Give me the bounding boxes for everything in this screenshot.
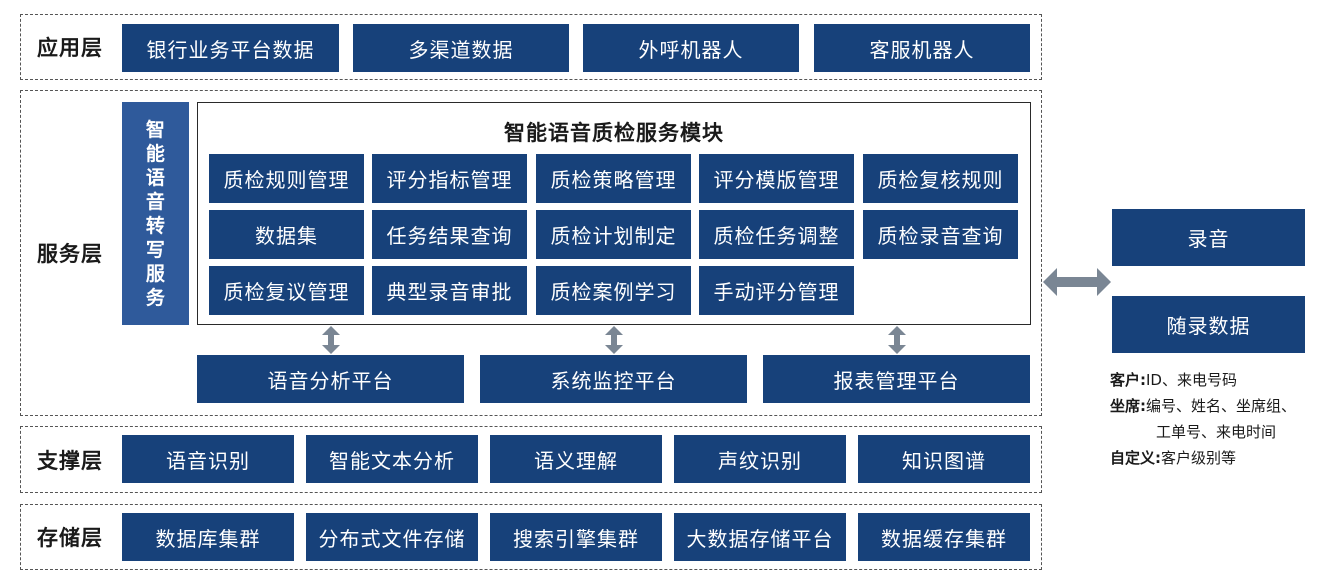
storage-item: 分布式文件存储 xyxy=(306,513,478,561)
note-custom: 自定义:客户级别等 xyxy=(1110,446,1236,471)
note-value: 编号、姓名、坐席组、 xyxy=(1146,397,1297,415)
module-item: 任务结果查询 xyxy=(372,210,527,259)
module-item: 评分模版管理 xyxy=(699,154,854,203)
note-customer: 客户:ID、来电号码 xyxy=(1110,368,1237,393)
app-item-service-robot: 客服机器人 xyxy=(814,24,1030,72)
module-item: 质检复议管理 xyxy=(209,266,364,315)
storage-item: 搜索引擎集群 xyxy=(490,513,662,561)
platform-system-monitor: 系统监控平台 xyxy=(480,355,747,403)
storage-item: 数据缓存集群 xyxy=(858,513,1030,561)
double-arrow-vertical-icon xyxy=(605,326,623,354)
storage-layer-label: 存储层 xyxy=(37,526,103,550)
note-agent-cont: 工单号、来电时间 xyxy=(1156,420,1276,445)
module-item: 质检策略管理 xyxy=(536,154,691,203)
module-item: 评分指标管理 xyxy=(372,154,527,203)
module-item: 手动评分管理 xyxy=(699,266,854,315)
module-item: 质检复核规则 xyxy=(863,154,1018,203)
note-agent: 坐席:编号、姓名、坐席组、 xyxy=(1110,394,1296,419)
app-layer-label: 应用层 xyxy=(37,36,103,60)
module-item: 质检计划制定 xyxy=(536,210,691,259)
module-item: 质检规则管理 xyxy=(209,154,364,203)
speech-transcription-service: 智能语音转写服务 xyxy=(122,102,189,325)
support-item: 语义理解 xyxy=(490,435,662,483)
note-key: 坐席: xyxy=(1110,397,1146,415)
module-item: 质检录音查询 xyxy=(863,210,1018,259)
note-key: 客户: xyxy=(1110,371,1146,389)
support-item: 声纹识别 xyxy=(674,435,846,483)
storage-layer: 存储层 xyxy=(20,504,1042,570)
note-value: 客户级别等 xyxy=(1161,449,1237,467)
storage-item: 数据库集群 xyxy=(122,513,294,561)
double-arrow-vertical-icon xyxy=(888,326,906,354)
platform-report-management: 报表管理平台 xyxy=(763,355,1030,403)
note-key: 自定义: xyxy=(1110,449,1161,467)
app-item-multichannel-data: 多渠道数据 xyxy=(353,24,569,72)
service-layer: 服务层 xyxy=(20,90,1042,416)
module-title: 智能语音质检服务模块 xyxy=(504,121,724,145)
service-layer-label: 服务层 xyxy=(37,242,103,266)
module-item: 数据集 xyxy=(209,210,364,259)
module-item: 质检任务调整 xyxy=(699,210,854,259)
accompanying-data-box: 随录数据 xyxy=(1112,296,1305,353)
double-arrow-vertical-icon xyxy=(322,326,340,354)
module-item: 质检案例学习 xyxy=(536,266,691,315)
note-value: 工单号、来电时间 xyxy=(1156,423,1277,441)
support-layer: 支撑层 xyxy=(20,426,1042,493)
app-item-bank-data: 银行业务平台数据 xyxy=(122,24,339,72)
support-item: 语音识别 xyxy=(122,435,294,483)
platform-speech-analysis: 语音分析平台 xyxy=(197,355,464,403)
recording-box: 录音 xyxy=(1112,209,1305,266)
support-layer-label: 支撑层 xyxy=(37,448,103,473)
storage-item: 大数据存储平台 xyxy=(674,513,846,561)
module-item: 典型录音审批 xyxy=(372,266,527,315)
app-layer: 应用层 xyxy=(20,14,1042,80)
note-value: ID、来电号码 xyxy=(1146,371,1237,389)
app-item-outbound-robot: 外呼机器人 xyxy=(583,24,799,72)
support-item: 智能文本分析 xyxy=(306,435,478,483)
support-item: 知识图谱 xyxy=(858,435,1030,483)
double-arrow-horizontal-icon xyxy=(1043,268,1111,296)
